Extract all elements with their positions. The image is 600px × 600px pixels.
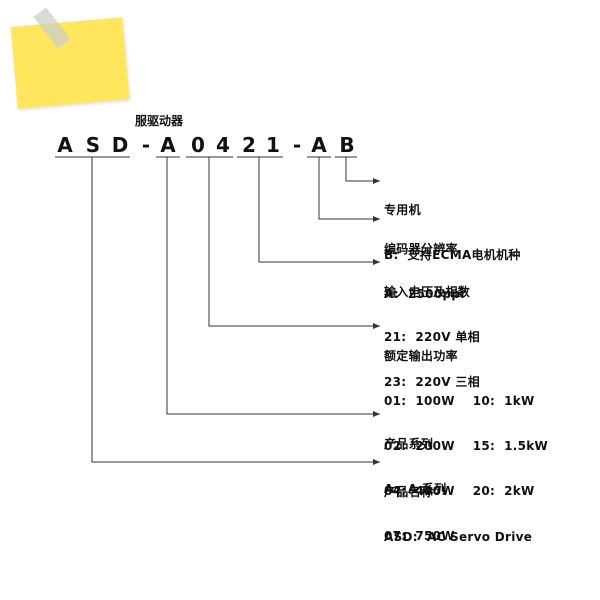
leader-power xyxy=(208,157,380,329)
leader-encoder xyxy=(318,157,380,222)
field-line: 04: 400W 20: 2kW xyxy=(384,484,535,498)
leader-special xyxy=(345,157,380,184)
field-line: 23: 220V 三相 xyxy=(384,375,480,389)
field-heading: 产品名称 xyxy=(384,485,434,499)
field-line: 02: 200W 15: 1.5kW xyxy=(384,439,549,453)
code-char-1: A xyxy=(57,133,73,157)
code-char-12: B xyxy=(339,133,355,157)
code-char-9: 1 xyxy=(266,133,280,157)
field-product-series: 产品系列 A: A 系列 xyxy=(384,407,447,512)
field-heading: 编码器分辨率 xyxy=(384,242,458,256)
leader-name xyxy=(91,157,380,465)
field-line: 07: 750W xyxy=(384,529,455,543)
code-char-5: A xyxy=(160,133,176,157)
field-line: B: 支持ECMA电机机种 xyxy=(384,248,521,262)
field-line: ASD: AC Servo Drive xyxy=(384,530,533,544)
code-char-11: A xyxy=(311,133,327,157)
leader-series xyxy=(166,157,380,417)
field-product-name: 产品名称 ASD: AC Servo Drive xyxy=(384,455,532,560)
field-encoder-resolution: 编码器分辨率 A: 2500ppr xyxy=(384,212,466,317)
code-char-7: 4 xyxy=(216,133,230,157)
code-char-4: - xyxy=(141,133,151,157)
field-heading: 输入电压及相数 xyxy=(384,285,471,299)
code-char-8: 2 xyxy=(242,133,256,157)
field-heading: 额定输出功率 xyxy=(384,349,458,363)
field-input-voltage: 输入电压及相数 21: 220V 单相 23: 220V 三相 xyxy=(384,255,480,405)
leader-voltage xyxy=(258,157,380,265)
field-special-machine: 专用机 B: 支持ECMA电机机种 xyxy=(384,173,521,278)
field-line: A: 2500ppr xyxy=(384,287,467,301)
code-char-6: 0 xyxy=(191,133,205,157)
field-heading: 专用机 xyxy=(384,203,421,217)
code-char-3: D xyxy=(111,133,129,157)
code-char-10: - xyxy=(292,133,302,157)
diagram-title: 服驱动器 xyxy=(135,114,184,128)
field-rated-power: 额定输出功率 01: 100W 10: 1kW 02: 200W 15: 1.5… xyxy=(384,319,548,559)
code-char-2: S xyxy=(85,133,101,157)
field-line: 21: 220V 单相 xyxy=(384,330,480,344)
field-heading: 产品系列 xyxy=(384,437,434,451)
field-line: A: A 系列 xyxy=(384,482,447,496)
field-line: 01: 100W 10: 1kW xyxy=(384,394,535,408)
